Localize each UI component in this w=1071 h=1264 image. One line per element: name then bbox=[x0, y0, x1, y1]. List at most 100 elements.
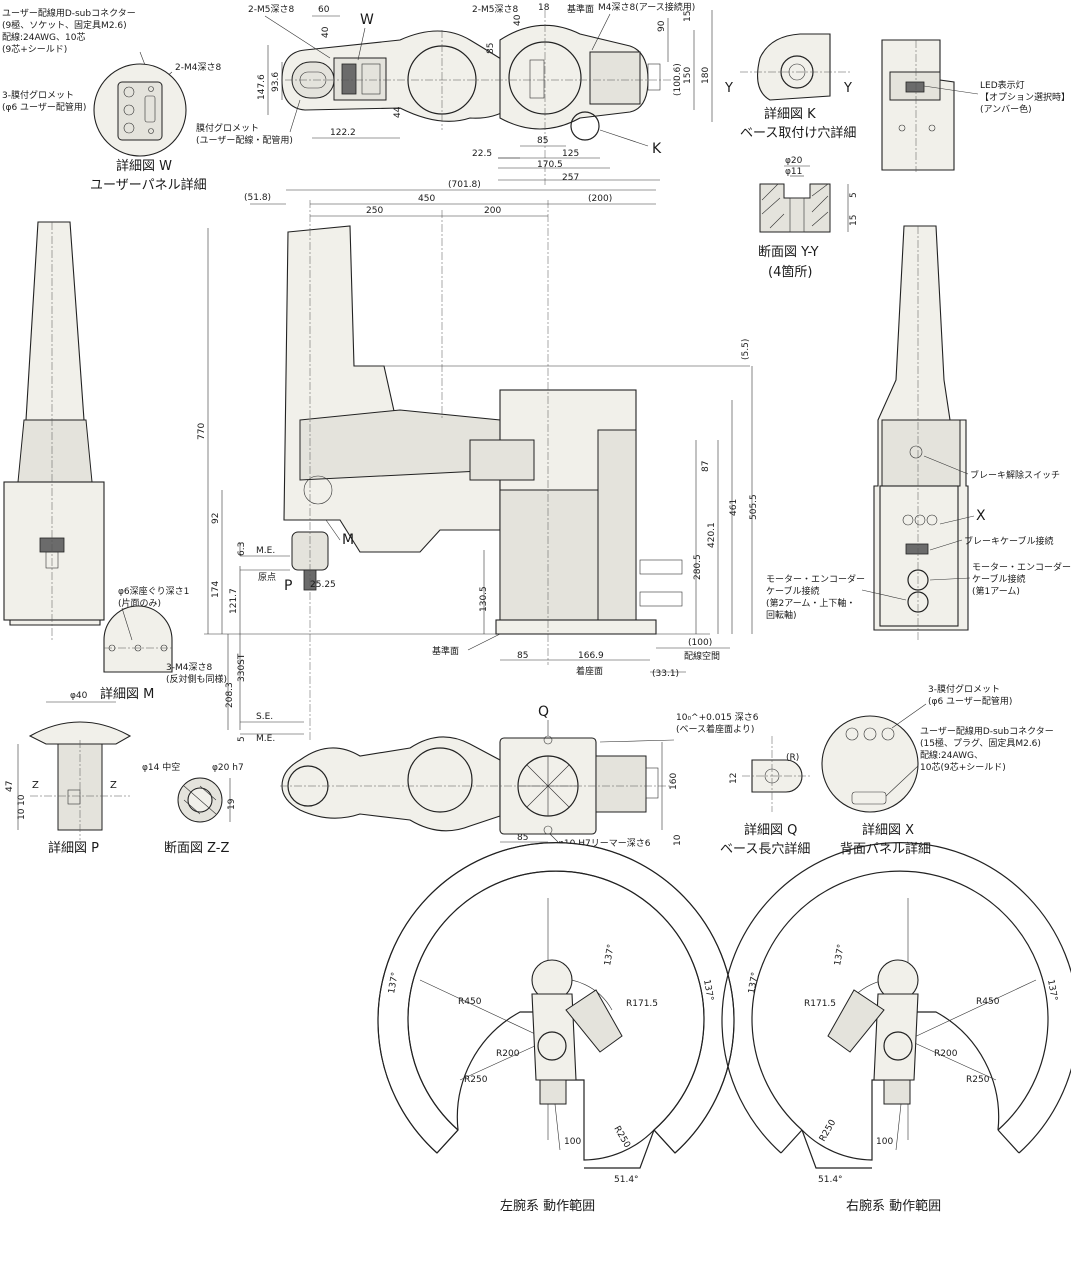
range-right-a2: 137° bbox=[833, 943, 847, 966]
dim-208-3: 208.3 bbox=[225, 682, 235, 708]
detail-k-title: 詳細図 K bbox=[764, 106, 816, 122]
section-yy: φ20 φ11 5 15 断面図 Y-Y (4箇所) bbox=[758, 156, 859, 280]
dim-5-5: (5.5) bbox=[741, 339, 751, 360]
dim-170-5: 170.5 bbox=[537, 160, 563, 170]
range-right-r200: R200 bbox=[934, 1049, 958, 1059]
label-k: K bbox=[652, 141, 662, 157]
range-right-r250a: R250 bbox=[966, 1075, 990, 1085]
range-right-a1: 137° bbox=[747, 971, 761, 994]
section-yy-title: 断面図 Y-Y bbox=[758, 245, 819, 260]
dsub-label-w-2: (9極、ソケット、固定具M2.6) bbox=[2, 19, 127, 31]
range-right-r171: R171.5 bbox=[804, 999, 836, 1009]
range-left: 137° 137° 137° R450 R171.5 R200 R250 R25… bbox=[377, 842, 735, 1214]
dim-33-1: (33.1) bbox=[652, 669, 679, 679]
dim-19-zz: 19 bbox=[227, 798, 237, 810]
dim-450: 450 bbox=[418, 194, 435, 204]
dim-85-v: 85 bbox=[486, 43, 496, 54]
motor2-label-1: モーター・エンコーダー bbox=[766, 573, 865, 585]
label-z-right: Z bbox=[110, 780, 117, 791]
label-w: W bbox=[360, 12, 374, 28]
dim-phi20-zz: φ20 h7 bbox=[212, 763, 244, 773]
motor2-label-4: 回転軸) bbox=[766, 609, 797, 621]
top-view: 2-M5深さ8 60 40 W 147.6 93.6 44 122.2 膜付グロ… bbox=[196, 1, 713, 185]
dim-47-p: 47 bbox=[5, 781, 15, 792]
detail-k-subtitle: ベース取付け穴詳細 bbox=[740, 125, 856, 141]
dim-180: 180 bbox=[701, 67, 711, 84]
range-left-a2: 137° bbox=[603, 943, 617, 966]
dim-12-q: 12 bbox=[729, 773, 739, 784]
brake-release-label: ブレーキ解除スイッチ bbox=[970, 469, 1060, 481]
detail-w: ユーザー配線用D-subコネクター (9極、ソケット、固定具M2.6) 配線:2… bbox=[2, 7, 221, 193]
tolerance-label-1: 10₀^+0.015 深さ6 bbox=[676, 712, 759, 723]
label-y-left: Y bbox=[724, 81, 733, 96]
dim-100-paren: (100) bbox=[688, 638, 712, 648]
front-arm bbox=[283, 225, 501, 553]
dsub-x-3: 配線:24AWG、 bbox=[920, 749, 983, 761]
dim-122-2: 122.2 bbox=[330, 128, 356, 138]
label-x: X bbox=[976, 508, 986, 524]
detail-k: Y Y 詳細図 K ベース取付け穴詳細 bbox=[724, 33, 856, 141]
range-right-100: 100 bbox=[876, 1137, 893, 1147]
label-ref-front: 基準面 bbox=[432, 645, 459, 657]
bottom-view: Q 85 160 10 φ10 H7リーマー深さ6 10₀^+0.015 深さ6… bbox=[280, 704, 759, 849]
section-zz: φ14 中空 φ20 h7 19 断面図 Z-Z bbox=[142, 761, 244, 856]
led-label-1: LED表示灯 bbox=[980, 79, 1025, 91]
range-right-title: 右腕系 動作範囲 bbox=[846, 1198, 941, 1214]
detail-x: 3-膜付グロメット (φ6 ユーザー配管用) ユーザー配線用D-subコネクター… bbox=[821, 683, 1054, 857]
label-ref-top: 基準面 bbox=[567, 3, 594, 15]
dim-m5-b: 2-M5深さ8 bbox=[472, 4, 518, 15]
range-left-r250a: R250 bbox=[464, 1075, 488, 1085]
dim-phi40-p: φ40 bbox=[70, 691, 88, 701]
range-left-r200: R200 bbox=[496, 1049, 520, 1059]
motor1-label-2: ケーブル接続 bbox=[972, 573, 1025, 585]
label-y-right: Y bbox=[843, 81, 852, 96]
back-view-led: LED表示灯 【オプション選択時】 (アンバー色) bbox=[881, 39, 1070, 172]
range-left-a1: 137° bbox=[387, 971, 401, 994]
dim-125: 125 bbox=[562, 149, 579, 159]
motor2-label-2: ケーブル接続 bbox=[766, 585, 819, 597]
dim-330st: 330ST bbox=[237, 653, 247, 682]
dim-40b: 40 bbox=[513, 14, 523, 26]
dim-r-q: (R) bbox=[786, 753, 799, 763]
dim-phi20-yy: φ20 bbox=[785, 156, 803, 166]
label-seat: 着座面 bbox=[576, 665, 603, 677]
reamer-label: φ10 H7リーマー深さ6 bbox=[558, 838, 651, 849]
dim-25-25: 25.25 bbox=[310, 580, 336, 590]
m4-label-m-1: 3-M4深さ8 bbox=[166, 662, 212, 673]
range-left-r250b: R250 bbox=[611, 1125, 632, 1151]
cb-label-1: φ6深座ぐり深さ1 bbox=[118, 585, 189, 597]
dim-5-bottom: 5 bbox=[237, 736, 247, 742]
dsub-label-w-1: ユーザー配線用D-subコネクター bbox=[2, 7, 136, 19]
detail-m-title: 詳細図 M bbox=[100, 686, 154, 702]
detail-m: φ6深座ぐり深さ1 (片面のみ) 3-M4深さ8 (反対側も同様) 詳細図 M bbox=[100, 585, 227, 702]
dim-90: 90 bbox=[657, 20, 667, 32]
dim-15-top: 15 bbox=[683, 11, 693, 22]
label-m: M bbox=[342, 532, 354, 548]
range-left-title: 左腕系 動作範囲 bbox=[500, 1198, 595, 1214]
motor2-label-3: (第2アーム・上下軸・ bbox=[766, 597, 855, 609]
dim-93-6: 93.6 bbox=[271, 72, 281, 92]
right-side-view: ブレーキ解除スイッチ X ブレーキケーブル接続 モーター・エンコーダー ケーブル… bbox=[766, 225, 1071, 640]
grommet-label-w-1: 3-膜付グロメット bbox=[2, 89, 74, 101]
dim-150: 150 bbox=[683, 67, 693, 84]
range-right-r250b: R250 bbox=[818, 1118, 839, 1144]
section-yy-subtitle: (4箇所) bbox=[768, 264, 812, 280]
range-right-r450: R450 bbox=[976, 997, 1000, 1007]
dim-200: 200 bbox=[484, 206, 501, 216]
dsub-label-w-3: 配線:24AWG、10芯 bbox=[2, 31, 85, 43]
dim-770: 770 bbox=[197, 423, 207, 440]
m4-label-w: 2-M4深さ8 bbox=[175, 62, 221, 73]
label-p: P bbox=[284, 578, 292, 594]
dim-6-3: 6.3 bbox=[237, 542, 247, 556]
label-wiring-space: 配線空間 bbox=[684, 650, 720, 662]
dim-280-5: 280.5 bbox=[693, 554, 703, 580]
dim-18: 18 bbox=[538, 3, 550, 13]
brake-cable-label: ブレーキケーブル接続 bbox=[964, 535, 1053, 547]
m4-label-m-2: (反対側も同様) bbox=[166, 673, 227, 685]
grommet-top-2: (ユーザー配線・配管用) bbox=[196, 134, 293, 146]
dim-121-7: 121.7 bbox=[229, 588, 239, 614]
dim-85-bottom: 85 bbox=[517, 833, 528, 843]
range-left-514: 51.4° bbox=[614, 1175, 639, 1185]
detail-x-subtitle: 背面パネル詳細 bbox=[840, 841, 931, 857]
led-label-2: 【オプション選択時】 bbox=[980, 91, 1070, 103]
